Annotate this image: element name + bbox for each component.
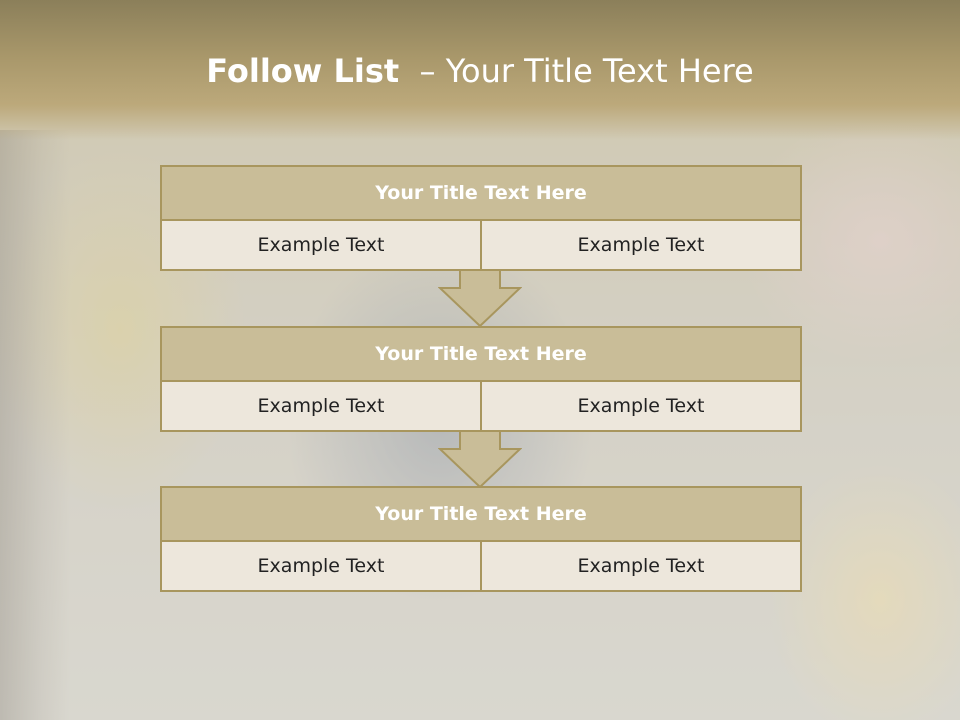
block-cell-right: Example Text [480, 382, 800, 430]
background-car-pillar [0, 130, 70, 720]
block-cell-left: Example Text [162, 221, 480, 269]
block-row: Example Text Example Text [160, 542, 802, 592]
block-title: Your Title Text Here [160, 326, 802, 382]
block-title: Your Title Text Here [160, 165, 802, 221]
slide-title: Follow List – Your Title Text Here [0, 52, 960, 90]
block-cell-left: Example Text [162, 382, 480, 430]
list-block-3: Your Title Text Here Example Text Exampl… [160, 486, 802, 592]
slide-title-rest: – Your Title Text Here [419, 52, 754, 90]
down-arrow-icon [438, 270, 522, 328]
block-cell-right: Example Text [480, 542, 800, 590]
block-row: Example Text Example Text [160, 221, 802, 271]
block-row: Example Text Example Text [160, 382, 802, 432]
list-block-2: Your Title Text Here Example Text Exampl… [160, 326, 802, 432]
list-block-1: Your Title Text Here Example Text Exampl… [160, 165, 802, 271]
down-arrow-icon [438, 431, 522, 489]
block-cell-right: Example Text [480, 221, 800, 269]
block-cell-left: Example Text [162, 542, 480, 590]
slide-title-bold: Follow List [206, 52, 400, 90]
block-title: Your Title Text Here [160, 486, 802, 542]
header-band [0, 0, 960, 140]
